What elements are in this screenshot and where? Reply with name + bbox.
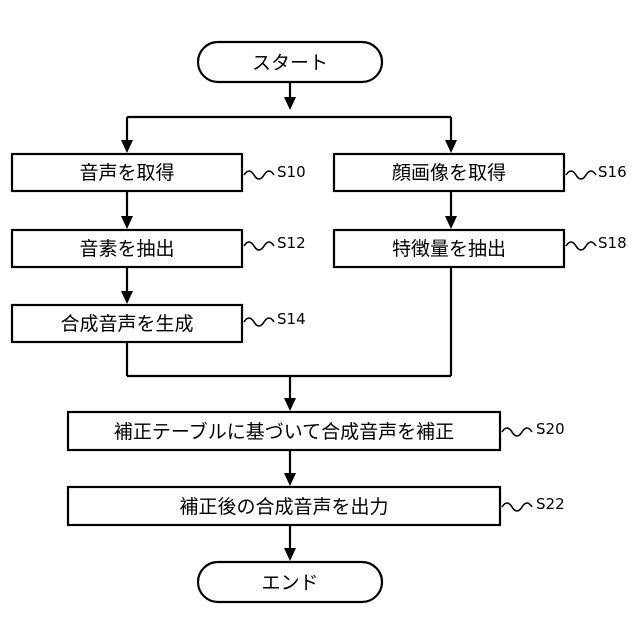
step-label-s16: S16 <box>598 163 627 181</box>
step-label-s12: S12 <box>277 234 306 252</box>
step-leader-s18 <box>566 242 596 250</box>
step-leader-s10 <box>244 171 274 179</box>
process-box-s16-label: 顔画像を取得 <box>392 162 506 184</box>
step-label-s14: S14 <box>277 310 306 328</box>
process-box-s20-label: 補正テーブルに基づいて合成音声を補正 <box>114 420 454 443</box>
arrowhead-end <box>284 548 296 561</box>
step-label-s10: S10 <box>277 163 306 181</box>
process-box-s14-label: 合成音声を生成 <box>60 313 193 335</box>
step-leader-s12 <box>244 242 274 250</box>
arrowhead-s12 <box>121 216 133 229</box>
process-box-s20: 補正テーブルに基づいて合成音声を補正 <box>68 412 500 450</box>
process-box-s12-label: 音素を抽出 <box>79 238 174 260</box>
process-box-s10-label: 音声を取得 <box>79 162 174 184</box>
process-box-s14: 合成音声を生成 <box>12 305 242 342</box>
arrowhead-start <box>284 97 296 110</box>
end-terminal: エンド <box>198 562 382 602</box>
start-terminal: スタート <box>198 42 382 82</box>
process-box-s18: 特徴量を抽出 <box>334 230 564 267</box>
arrowhead-left-s10 <box>121 140 133 153</box>
start-terminal-label: スタート <box>252 52 328 74</box>
process-box-s16: 顔画像を取得 <box>334 154 564 191</box>
arrowhead-right-s16 <box>445 140 457 153</box>
arrowhead-s20 <box>284 398 296 411</box>
step-label-s18: S18 <box>598 234 627 252</box>
process-box-s12: 音素を抽出 <box>12 230 242 267</box>
arrowhead-s22 <box>284 473 296 486</box>
arrowhead-s18 <box>445 216 457 229</box>
step-leader-s14 <box>244 318 274 326</box>
step-leader-s22 <box>502 503 532 511</box>
step-label-s20: S20 <box>536 420 565 438</box>
step-leader-s16 <box>566 171 596 179</box>
end-terminal-label: エンド <box>261 572 318 594</box>
step-leader-s20 <box>502 428 532 436</box>
step-label-s22: S22 <box>536 495 565 513</box>
process-box-s22-label: 補正後の合成音声を出力 <box>179 496 388 518</box>
arrowhead-s14 <box>121 291 133 304</box>
process-box-s18-label: 特徴量を抽出 <box>392 238 506 260</box>
process-box-s22: 補正後の合成音声を出力 <box>68 487 500 525</box>
process-box-s10: 音声を取得 <box>12 154 242 191</box>
